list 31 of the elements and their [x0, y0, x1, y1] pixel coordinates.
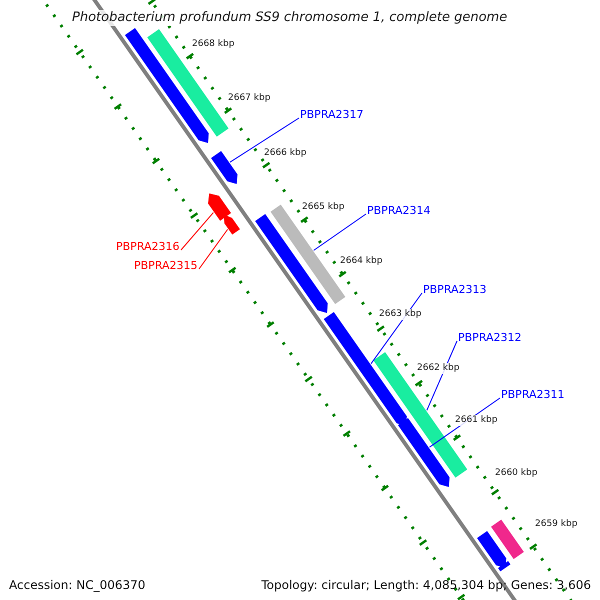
gene-label: PBPRA2311	[501, 388, 565, 402]
leader-line	[198, 228, 228, 270]
gene-label: PBPRA2316	[116, 240, 180, 254]
accession-text: Accession: NC_006370	[9, 578, 146, 592]
gene-feature	[477, 531, 506, 568]
gene-label: PBPRA2313	[423, 283, 487, 296]
tick-label: 2665 kbp	[302, 202, 344, 213]
gene-label: PBPRA2317	[300, 108, 364, 122]
tick-label: 2666 kbp	[264, 148, 306, 159]
genome-info-text: Topology: circular; Length: 4,085,304 bp; Genes: 3,606	[261, 578, 591, 592]
gene-label: PBPRA2315	[134, 259, 198, 272]
gene-feature	[208, 193, 232, 221]
tick-label: 2663 kbp	[379, 309, 422, 320]
tick-label: 2668 kbp	[192, 39, 234, 50]
tick-label: 2661 kbp	[455, 415, 498, 426]
tick-label: 2664 kbp	[340, 256, 382, 267]
tick-label: 2660 kbp	[495, 468, 538, 479]
gene-feature	[211, 151, 238, 184]
title: Photobacterium profundum SS9 chromosome 1, complete genome	[72, 10, 508, 26]
gene-label: PBPRA2312	[458, 331, 522, 344]
leader-line	[230, 118, 300, 163]
gene-feature	[398, 418, 450, 487]
tick-label: 2659 kbp	[535, 519, 578, 530]
leader-line	[180, 212, 214, 250]
tick-label: 2667 kbp	[228, 93, 270, 104]
tick-label: 2662 kbp	[417, 363, 460, 374]
gene-feature	[255, 214, 328, 313]
gene-feature	[224, 214, 240, 235]
gene-feature	[491, 520, 524, 560]
gene-label: PBPRA2314	[367, 204, 431, 218]
leader-line	[313, 214, 366, 251]
